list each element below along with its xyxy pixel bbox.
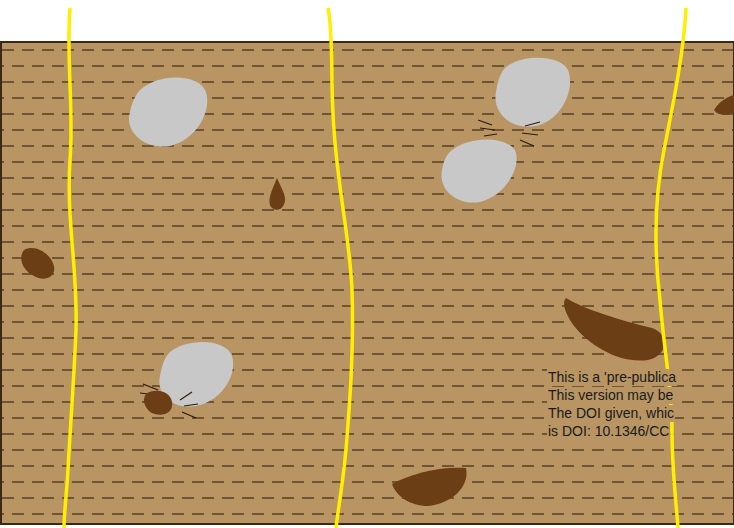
stones	[129, 58, 570, 407]
watermark-note: is DOI: 10.1346/CC	[547, 423, 670, 440]
watermark-note: The DOI given, whic	[547, 405, 675, 422]
watermark-note: This is a 'pre-publica	[547, 369, 677, 386]
watermark-note: This version may be	[547, 387, 674, 404]
soil-ground	[1, 42, 734, 524]
roots	[64, 8, 686, 528]
cracks	[140, 120, 540, 418]
organic-matter	[21, 95, 734, 506]
soil-layering	[2, 43, 733, 523]
